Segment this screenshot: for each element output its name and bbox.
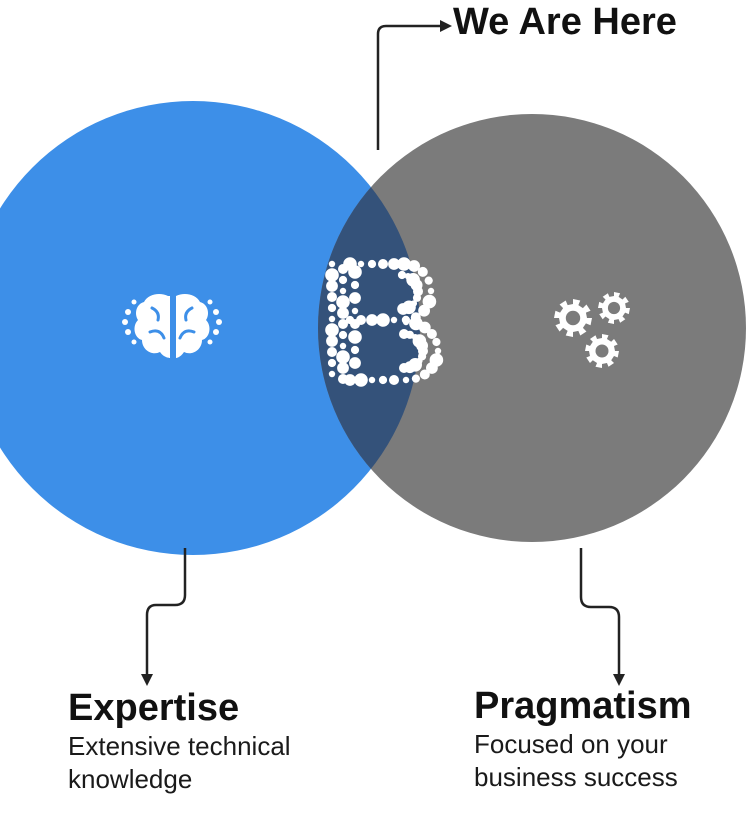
logo-bubble	[348, 330, 362, 344]
gear-hole	[595, 344, 609, 358]
logo-bubble	[344, 374, 356, 386]
expertise-circle	[0, 101, 420, 555]
expertise-connector	[145, 548, 187, 676]
logo-bubble	[350, 345, 360, 355]
logo-bubble	[349, 357, 361, 369]
logo-bubble	[426, 329, 437, 339]
expertise-title: Expertise	[68, 687, 240, 729]
we-are-here-arrowhead	[440, 20, 452, 32]
logo-bubble	[422, 294, 437, 309]
logo-bubble	[397, 270, 407, 280]
logo-bubble	[402, 376, 410, 384]
logo-bubble	[418, 321, 431, 334]
logo-bubble	[412, 293, 422, 302]
logo-bubble	[327, 347, 337, 357]
gear-hole	[607, 301, 621, 315]
logo-bubble	[419, 369, 430, 380]
logo-bubble	[367, 259, 377, 269]
logo-bubble	[326, 280, 338, 292]
logo-bubble	[426, 362, 438, 374]
logo-bubble	[378, 259, 388, 269]
expertise-arrowhead	[141, 674, 153, 686]
logo-bubble	[405, 330, 414, 339]
logo-bubble	[418, 304, 430, 317]
logo-bubble	[378, 375, 388, 385]
logo-bubble	[336, 350, 350, 364]
logo-bubble	[326, 335, 338, 347]
logo-bubble	[350, 319, 360, 329]
logo-bubble	[399, 363, 409, 373]
pragmatism-description: Focused on your business success	[474, 729, 678, 792]
pragmatism-circle	[318, 114, 746, 542]
logo-bubble	[338, 319, 348, 329]
logo-bubble	[413, 286, 423, 297]
logo-bubble	[390, 316, 398, 324]
gear-hole	[565, 310, 581, 326]
logo-bubble	[337, 307, 349, 319]
logo-bubble	[388, 258, 400, 270]
logo-bubble	[389, 375, 399, 385]
logo-bubble	[417, 266, 428, 277]
logo-bubble	[349, 292, 361, 304]
logo-bubble	[327, 358, 337, 368]
logo-bubble	[351, 307, 359, 315]
logo-bubble	[411, 374, 420, 383]
we-are-here-connector	[376, 24, 443, 150]
logo-bubble	[408, 260, 420, 272]
logo-bubble	[376, 313, 390, 327]
logo-bubble	[328, 315, 336, 323]
logo-bubble	[348, 265, 362, 279]
pragmatism-arrowhead	[613, 674, 625, 686]
logo-bubble	[338, 330, 348, 340]
logo-bubble	[325, 268, 339, 282]
pragmatism-title: Pragmatism	[474, 685, 692, 727]
logo-bubble	[354, 373, 368, 387]
bubble-letter-b-logo	[325, 257, 444, 387]
logo-bubble	[424, 276, 433, 285]
brain-folds	[148, 306, 196, 340]
logo-bubble	[339, 287, 347, 295]
logo-bubble	[368, 376, 376, 384]
pragmatism-label-block: Pragmatism Focused on your business succ…	[474, 684, 734, 794]
logo-bubble	[337, 362, 349, 374]
logo-bubble	[427, 287, 435, 295]
logo-bubble	[366, 314, 378, 326]
logo-bubble	[336, 295, 350, 309]
brain-icon	[122, 294, 222, 358]
logo-bubble	[327, 303, 337, 313]
pragmatism-connector	[579, 548, 621, 676]
logo-bubble	[325, 323, 339, 337]
logo-bubble	[357, 260, 365, 268]
logo-bubble	[397, 303, 409, 315]
logo-bubble	[328, 370, 336, 378]
expertise-label-block: Expertise Extensive technical knowledge	[68, 686, 358, 796]
logo-bubble	[432, 337, 441, 347]
logo-bubble	[327, 292, 337, 302]
logo-bubble	[339, 342, 347, 350]
logo-bubble	[350, 280, 360, 290]
logo-bubble	[328, 260, 336, 268]
we-are-here-label: We Are Here	[453, 1, 677, 43]
gears-icon	[554, 292, 630, 368]
expertise-description: Extensive technical knowledge	[68, 731, 291, 794]
logo-bubble	[434, 347, 442, 355]
logo-bubble	[397, 257, 411, 271]
logo-bubble	[402, 318, 410, 326]
logo-bubble	[338, 275, 348, 285]
